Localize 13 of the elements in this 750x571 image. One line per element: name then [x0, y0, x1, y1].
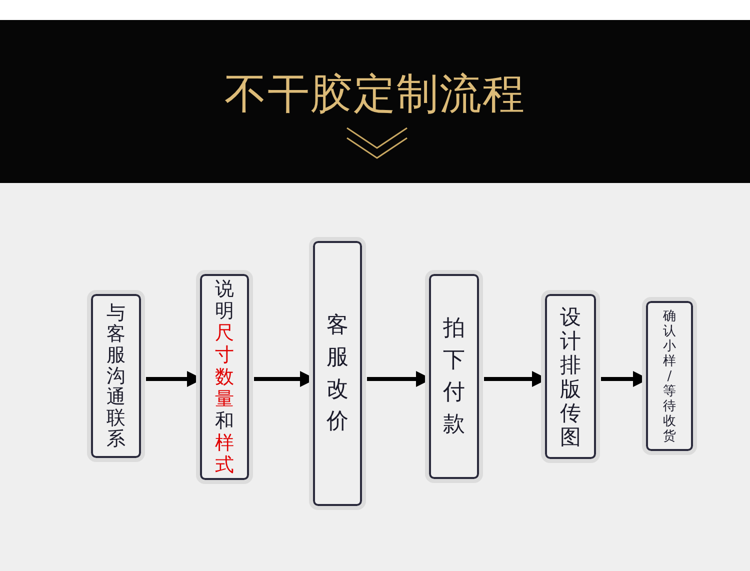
step-box	[541, 290, 600, 463]
step-text: 客服改价	[326, 312, 348, 436]
step-box	[309, 237, 366, 510]
step-box	[642, 297, 697, 455]
step-box	[425, 270, 483, 483]
step-text: 说明尺寸数量和样式	[215, 278, 234, 476]
step-text: 设计排版传图	[560, 304, 581, 448]
step-box	[87, 290, 145, 462]
step-text: 确认小样/等待收货	[663, 308, 676, 444]
title: 不干胶定制流程	[224, 68, 526, 120]
step-text: 拍下付款	[443, 314, 465, 438]
step-box	[196, 270, 253, 484]
step-text: 与客服沟通联系	[106, 302, 126, 450]
